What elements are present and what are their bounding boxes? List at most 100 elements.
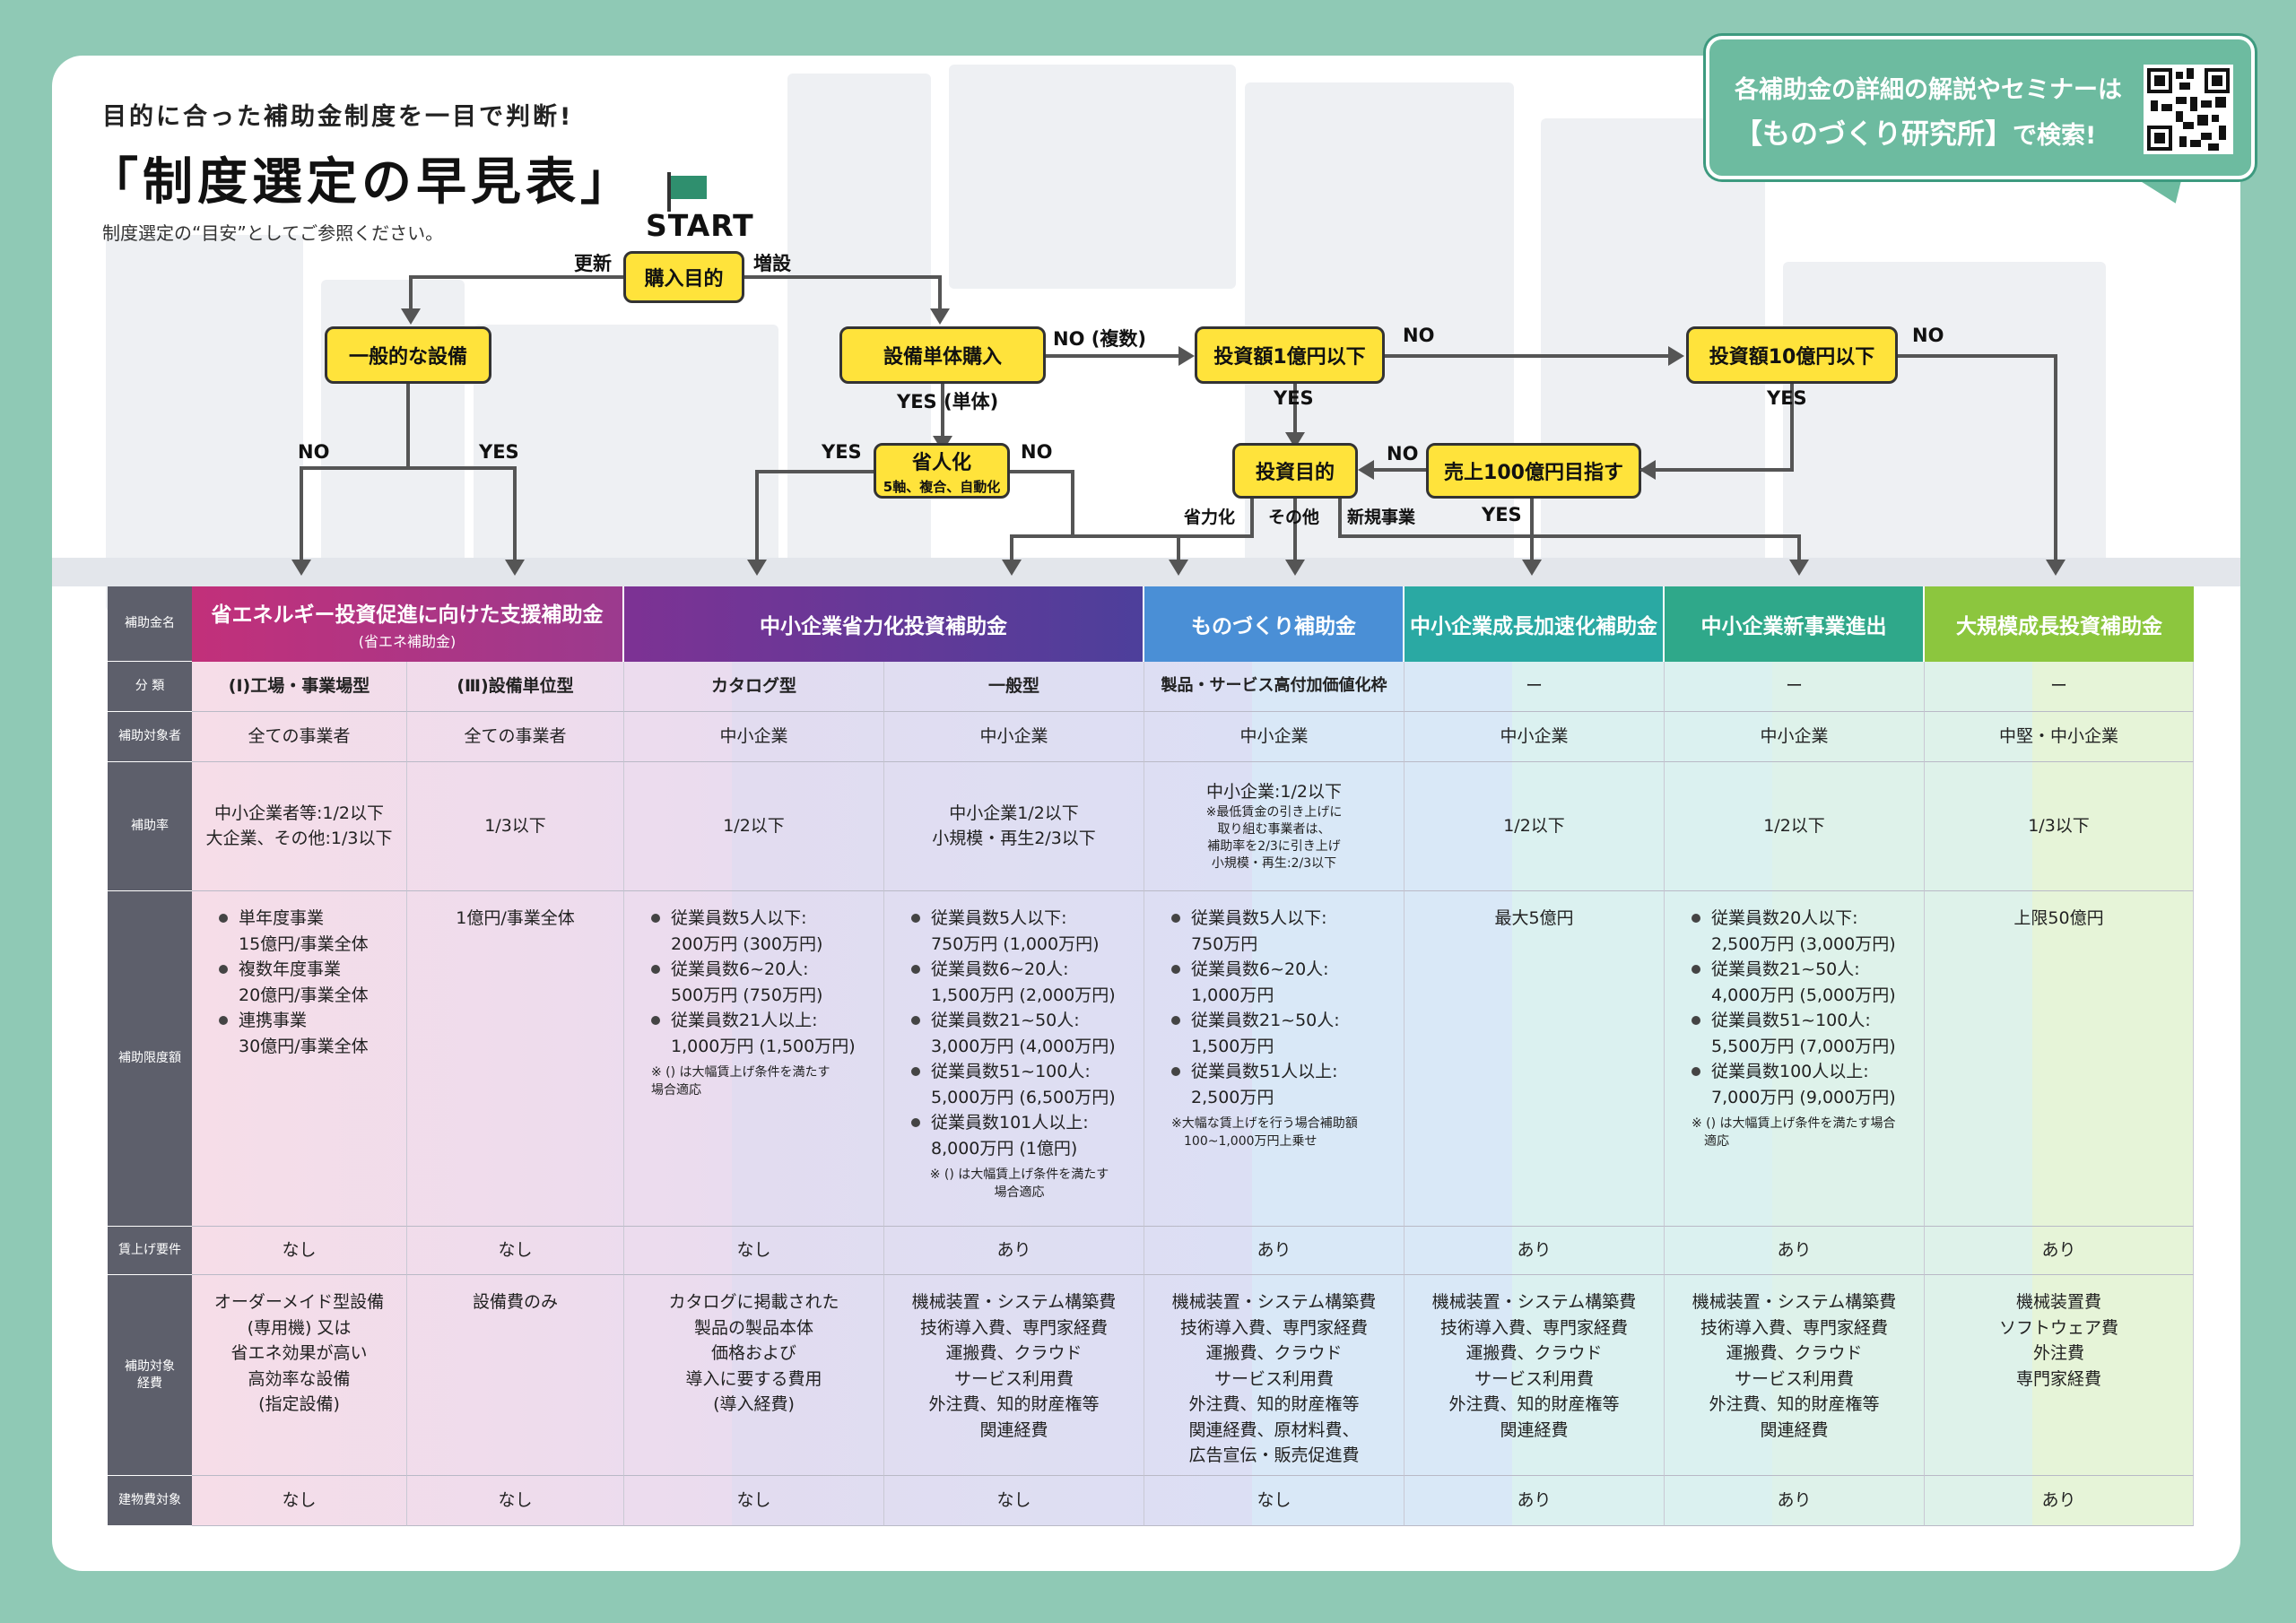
cell-rate: 中小企業:1/2以下 ※最低賃金の引き上げに 取り組む事業者は、 補助率を2/3… (1144, 762, 1405, 891)
expense-line: サービス利用費 (953, 1368, 1074, 1389)
edge-label-yes: YES (1274, 387, 1314, 409)
arrow (1789, 560, 1809, 576)
expense-line: 製品の製品本体 (693, 1317, 813, 1338)
arrow (930, 308, 950, 325)
expense-line: 設備費のみ (472, 1292, 558, 1312)
expense-line: 外注費、知的財産権等 (1709, 1394, 1880, 1414)
connector (1293, 384, 1297, 436)
node-sales-target: 売上100億円目指す (1426, 443, 1641, 499)
background-machine (1783, 262, 2106, 567)
cell-expense: オーダーメイド型設備 (専用機) 又は 省エネ効果が高い 高効率な設備 (指定設… (192, 1275, 407, 1476)
limit-item: 複数年度事業 (219, 957, 341, 983)
node-single-equipment: 設備単体購入 (839, 326, 1046, 384)
cell-limit: 従業員数5人以下: 750万円 (1,000万円) 従業員数6~20人: 1,5… (884, 891, 1144, 1227)
background-machine (787, 74, 931, 576)
limit-item: 従業員数51~100人: (911, 1059, 1091, 1085)
cell-building: なし (192, 1476, 407, 1526)
page-title: 「制度選定の早見表」 (88, 153, 635, 212)
arrow (1358, 460, 1374, 480)
header-labor-title: 中小企業省力化投資補助金 (760, 615, 1007, 638)
col-bg-mono (1252, 586, 1512, 1526)
node-general-equipment: 一般的な設備 (325, 326, 491, 384)
cell-wage: あり (1405, 1227, 1665, 1275)
header-large-title: 大規模成長投資補助金 (1956, 615, 2162, 638)
expense-line: ソフトウェア費 (1998, 1317, 2118, 1338)
limit-value: 1,500万円 (2,000万円) (931, 985, 1116, 1005)
rate-text: 大企業、その他:1/3以下 (205, 828, 393, 848)
cell-target: 中小企業 (624, 712, 884, 762)
connector (1338, 499, 1342, 536)
edge-label-other: その他 (1268, 508, 1320, 527)
limit-item: 従業員数6~20人: (1171, 957, 1329, 983)
expense-line: カタログに掲載された (668, 1292, 839, 1312)
expense-line: 価格および (710, 1343, 796, 1363)
limit-item: 従業員数6~20人: (911, 957, 1069, 983)
cell-category: 一般型 (884, 662, 1144, 712)
row-label-target: 補助対象者 (108, 712, 192, 762)
expense-line: 技術導入費、専門家経費 (1700, 1317, 1888, 1338)
rate-note: ※最低賃金の引き上げに (1205, 805, 1343, 820)
expense-line: 専門家経費 (2015, 1368, 2101, 1389)
connector (1374, 468, 1426, 472)
row-label-limit: 補助限度額 (108, 891, 192, 1227)
cell-target: 中小企業 (1144, 712, 1405, 762)
expense-line: 外注費、知的財産権等 (1188, 1394, 1360, 1414)
limit-value: 3,000万円 (4,000万円) (931, 1036, 1116, 1056)
expense-line: 運搬費、クラウド (945, 1343, 1083, 1363)
cell-limit: 上限50億円 (1925, 891, 2194, 1227)
node-invest-10oku: 投資額10億円以下 (1686, 326, 1898, 384)
expense-line: 外注費、知的財産権等 (928, 1394, 1100, 1414)
connector (1010, 534, 1013, 561)
header-energy-sub: (省エネ補助金) (358, 633, 457, 650)
node-labor-saving: 省人化 5軸、複合、自動化 (874, 443, 1010, 499)
cell-category: (Ⅲ)設備単位型 (407, 662, 624, 712)
connector (1797, 534, 1801, 561)
expense-line: 機械装置費 (2015, 1292, 2101, 1312)
limit-item: 従業員数101人以上: (911, 1110, 1089, 1136)
limit-footnote: ※ () は大幅賃上げ条件を満たす場合 (1692, 1116, 1896, 1131)
header-newbiz-title: 中小企業新事業進出 (1700, 615, 1887, 638)
header-mono-title: ものづくり補助金 (1191, 615, 1356, 638)
limit-value: 750万円 (1191, 933, 1258, 954)
connector (513, 466, 517, 561)
expense-line: 技術導入費、専門家経費 (919, 1317, 1108, 1338)
node-invest-1oku: 投資額1億円以下 (1195, 326, 1385, 384)
limit-value: 15億円/事業全体 (239, 933, 369, 954)
header-labor: 中小企業省力化投資補助金 (624, 586, 1144, 662)
rate-note: 補助率を2/3に引き上げ (1207, 839, 1341, 855)
expense-line: サービス利用費 (1213, 1368, 1334, 1389)
limit-item: 従業員数21~50人: (1692, 957, 1860, 983)
cell-target: 全ての事業者 (192, 712, 407, 762)
cell-rate: 1/2以下 (624, 762, 884, 891)
expense-line: 機械装置・システム構築費 (1431, 1292, 1637, 1312)
arrow (747, 560, 767, 576)
connector (1530, 534, 1799, 538)
promo-brand: 【ものづくり研究所】 (1735, 118, 2013, 151)
qr-code-icon[interactable] (2144, 65, 2233, 154)
cell-expense: カタログに掲載された 製品の製品本体 価格および 導入に要する費用 (導入経費) (624, 1275, 884, 1476)
col-bg-growth (1512, 586, 1772, 1526)
expense-line: 機械装置・システム構築費 (1171, 1292, 1377, 1312)
header-growth-title: 中小企業成長加速化補助金 (1410, 615, 1657, 638)
header-mono: ものづくり補助金 (1144, 586, 1405, 662)
edge-label-yes: YES (822, 441, 862, 463)
cell-target: 中小企業 (884, 712, 1144, 762)
connector (1790, 384, 1794, 468)
node-labor-saving-sub: 5軸、複合、自動化 (883, 478, 1001, 495)
limit-value: 200万円 (300万円) (671, 933, 823, 954)
connector (941, 384, 944, 438)
expense-line: 運搬費、クラウド (1465, 1343, 1603, 1363)
cell-rate: 1/2以下 (1405, 762, 1665, 891)
rate-note: 小規模・再生:2/3以下 (1211, 856, 1337, 872)
background-machine (106, 235, 303, 612)
edge-label-add: 増設 (753, 253, 791, 274)
expense-line: 導入に要する費用 (685, 1368, 822, 1389)
edge-label-no: NO (298, 441, 330, 463)
header-large: 大規模成長投資補助金 (1925, 586, 2194, 662)
connector (744, 275, 940, 279)
expense-line: 関連経費 (979, 1419, 1048, 1440)
row-label-building: 建物費対象 (108, 1476, 192, 1526)
cell-limit: 従業員数20人以下: 2,500万円 (3,000万円) 従業員数21~50人:… (1665, 891, 1925, 1227)
cell-target: 中小企業 (1665, 712, 1925, 762)
cell-rate: 1/2以下 (1665, 762, 1925, 891)
